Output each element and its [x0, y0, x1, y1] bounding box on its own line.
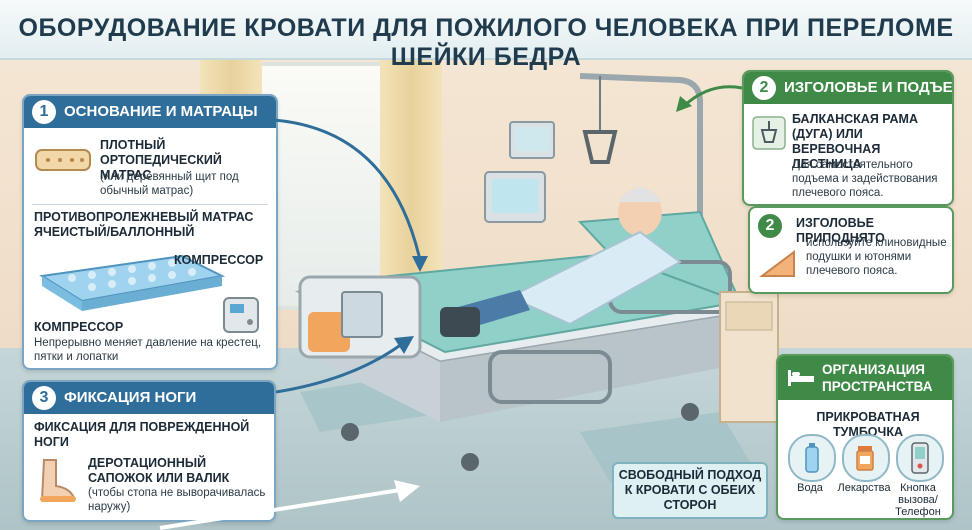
- section-leg-fixation-panel: 3 ФИКСАЦИЯ НОГИ ФИКСАЦИЯ ДЛЯ ПОВРЕЖДЕННО…: [22, 380, 276, 522]
- section-space-header: ОРГАНИЗАЦИЯ ПРОСТРАНСТВА: [778, 356, 952, 400]
- balkan-frame-desc: Для самостоятельного подъема и задейство…: [792, 159, 938, 199]
- section-headboard-title: ИЗГОЛОВЬЕ И ПОДЪЕМ: [784, 79, 954, 96]
- medicine-circle: [842, 434, 890, 482]
- compressor-desc: Непрерывно меняет давление на крестец, п…: [34, 337, 262, 363]
- page-title: ОБОРУДОВАНИЕ КРОВАТИ ДЛЯ ПОЖИЛОГО ЧЕЛОВЕ…: [18, 14, 954, 71]
- section-leg-header: 3 ФИКСАЦИЯ НОГИ: [24, 382, 274, 414]
- foot-boot-icon: [40, 459, 76, 502]
- medicine-icon: [856, 446, 874, 471]
- phone-label: Кнопка вызова/ Телефон: [895, 482, 941, 518]
- orthopedic-mattress-icon: [35, 149, 91, 171]
- section-raised-head-panel: 2 ИЗГОЛОВЬЕ ПРИПОДНЯТО используйте клино…: [748, 206, 954, 294]
- wedge-pillow-icon: [759, 250, 795, 277]
- hospital-bed-illustration: [294, 73, 779, 482]
- derotation-boot-title: ДЕРОТАЦИОННЫЙ САПОЖОК ИЛИ ВАЛИК: [88, 456, 230, 485]
- water-label: Вода: [797, 482, 823, 494]
- anti-decubitus-mattress-title: ПРОТИВОПРОЛЕЖНЕВЫЙ МАТРАС ЯЧЕИСТЫЙ/БАЛЛО…: [34, 210, 254, 239]
- section-space-title: ОРГАНИЗАЦИЯ ПРОСТРАНСТВА: [822, 362, 933, 394]
- arrow-icon: [676, 85, 743, 112]
- bed-icon: [788, 370, 814, 386]
- leg-fixation-title: ФИКСАЦИЯ ДЛЯ ПОВРЕЖДЕННОЙ НОГИ: [34, 420, 250, 449]
- title-bar: ОБОРУДОВАНИЕ КРОВАТИ ДЛЯ ПОЖИЛОГО ЧЕЛОВЕ…: [0, 0, 972, 71]
- raised-head-title: ИЗГОЛОВЬЕ ПРИПОДНЯТО: [796, 216, 885, 245]
- section-mattress-header: 1 ОСНОВАНИЕ И МАТРАЦЫ: [24, 96, 276, 128]
- section-mattress-panel: 1 ОСНОВАНИЕ И МАТРАЦЫ ПЛОТНЫЙ ОРТОПЕДИЧЕ…: [22, 94, 278, 370]
- free-access-note: СВОБОДНЫЙ ПОДХОД К КРОВАТИ С ОБЕИХ СТОРО…: [612, 462, 768, 519]
- compressor-label: КОМПРЕССОР: [174, 253, 264, 267]
- section-mattress-title: ОСНОВАНИЕ И МАТРАЦЫ: [64, 103, 258, 120]
- section-number-badge: 3: [32, 386, 56, 410]
- section-leg-title: ФИКСАЦИЯ НОГИ: [64, 389, 197, 406]
- phone-icon: [911, 442, 929, 474]
- section-space-panel: ОРГАНИЗАЦИЯ ПРОСТРАНСТВА ПРИКРОВАТНАЯ ТУ…: [776, 354, 954, 520]
- arrow-icon: [275, 336, 414, 394]
- arrow-icon: [159, 480, 420, 530]
- section-number-badge: 2: [752, 76, 776, 100]
- medicine-label: Лекарства: [837, 482, 891, 494]
- nightstand-subtitle: ПРИКРОВАТНАЯ ТУМБОЧКА: [816, 410, 920, 439]
- section-headboard-panel: 2 ИЗГОЛОВЬЕ И ПОДЪЕМ БАЛКАНСКАЯ РАМА (ДУ…: [742, 70, 954, 206]
- balkan-frame-title: БАЛКАНСКАЯ РАМА (ДУГА) ИЛИ ВЕРЕВОЧНАЯ ЛЕ…: [792, 112, 918, 171]
- balkan-frame-icon: [752, 116, 786, 150]
- compressor-icon: [223, 297, 259, 333]
- section-number-badge: 2: [758, 214, 782, 238]
- water-circle: [788, 434, 836, 482]
- derotation-boot-desc: (чтобы стопа не выворачивалась наружу): [88, 487, 266, 513]
- section-headboard-header: 2 ИЗГОЛОВЬЕ И ПОДЪЕМ: [744, 72, 952, 104]
- divider: [32, 204, 268, 205]
- cellular-mattress-icon: [39, 254, 226, 311]
- raised-head-desc: используйте клиновидные подушки и ютоням…: [806, 237, 947, 277]
- section-number-badge: 1: [32, 100, 56, 124]
- water-bottle-icon: [805, 443, 819, 473]
- orthopedic-mattress-title: ПЛОТНЫЙ ОРТОПЕДИЧЕСКИЙ МАТРАС: [100, 138, 222, 182]
- phone-circle: [896, 434, 944, 482]
- compressor-title: КОМПРЕССОР: [34, 320, 124, 334]
- arrow-icon: [273, 118, 428, 272]
- orthopedic-mattress-desc: (или деревянный щит под обычный матрас): [100, 171, 239, 197]
